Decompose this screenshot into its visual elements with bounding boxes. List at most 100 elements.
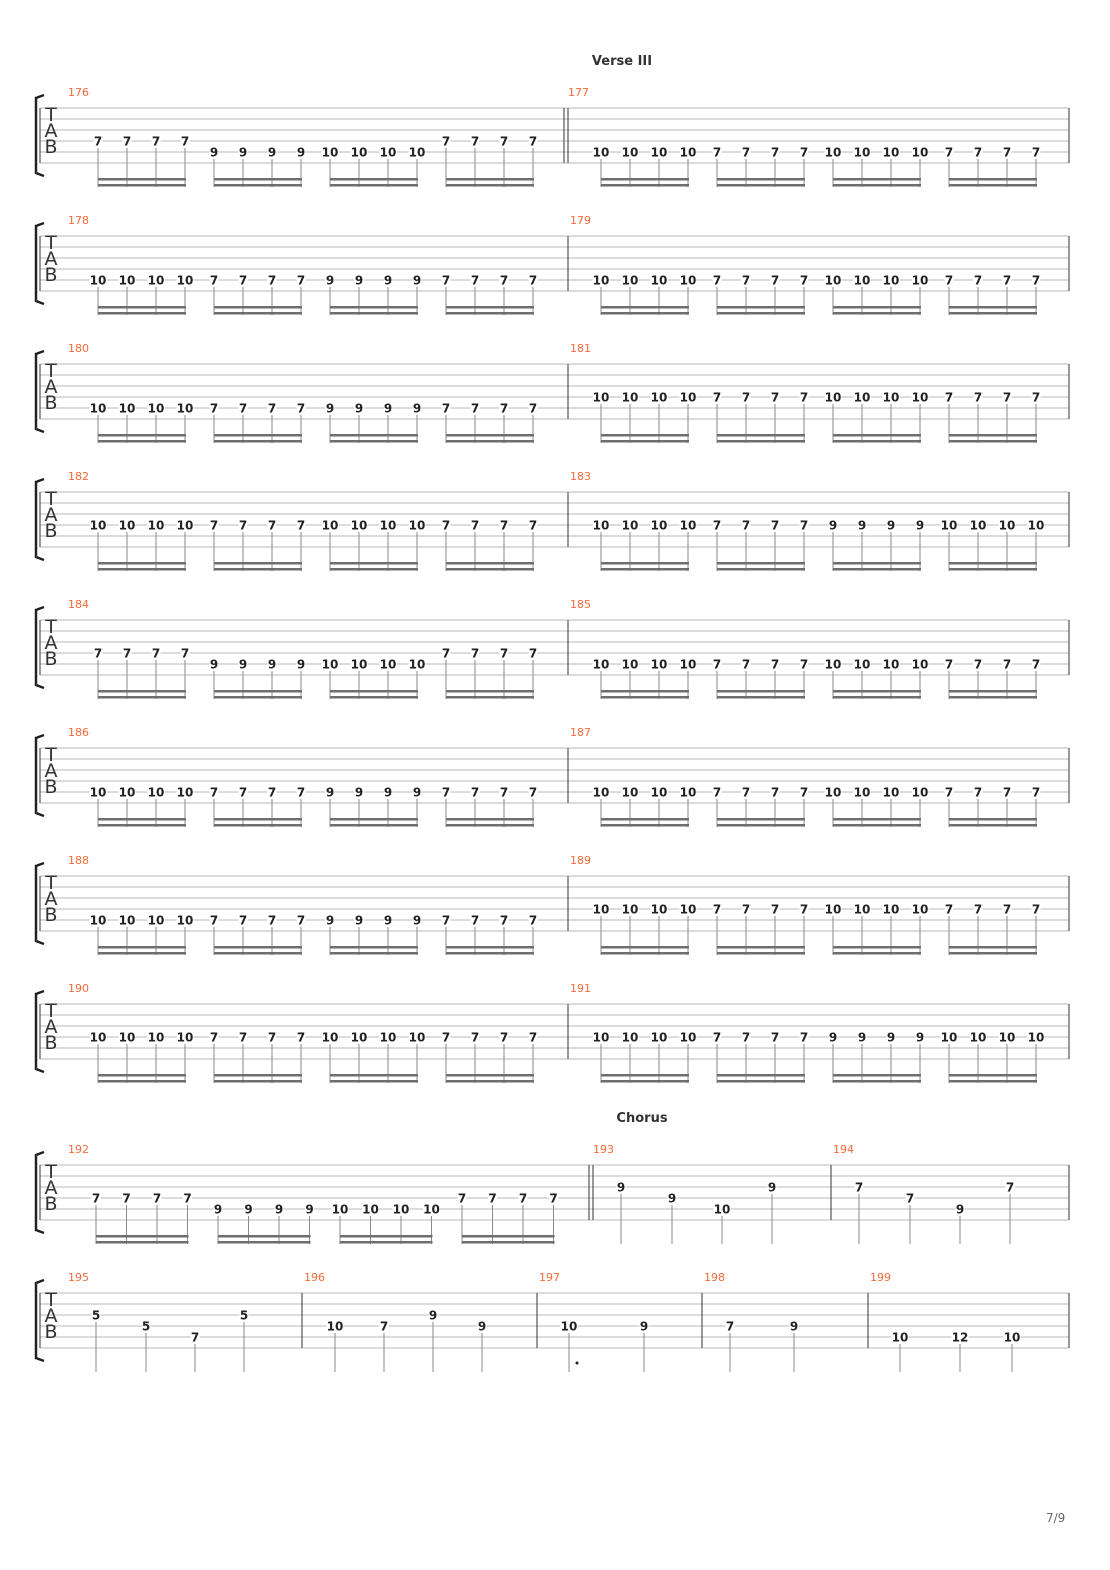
fret-mask: [147, 402, 165, 413]
fret-mask: [592, 658, 610, 669]
beam: [214, 1080, 302, 1083]
fret-number: 10: [593, 274, 610, 288]
fret-mask: [973, 903, 983, 914]
fret-mask: [147, 519, 165, 530]
beam: [98, 312, 186, 315]
fret-mask: [882, 658, 900, 669]
fret-mask: [379, 1320, 389, 1331]
beam: [98, 952, 186, 955]
note: 7: [379, 1320, 389, 1372]
beam: [833, 824, 921, 827]
beam: [717, 1074, 805, 1077]
fret-mask: [267, 914, 277, 925]
fret-number: 7: [945, 274, 953, 288]
fret-number: 10: [148, 914, 165, 928]
beam: [601, 312, 689, 315]
fret-number: 7: [297, 274, 305, 288]
fret-mask: [1002, 903, 1012, 914]
fret-number: 10: [593, 903, 610, 917]
fret-mask: [944, 786, 954, 797]
beam: [330, 440, 418, 443]
measure-number: 185: [570, 598, 591, 611]
fret-number: 7: [471, 786, 479, 800]
fret-mask: [238, 1031, 248, 1042]
fret-number: 9: [297, 146, 305, 160]
fret-mask: [296, 658, 306, 669]
fret-number: 10: [593, 146, 610, 160]
tab-clef-letter: B: [44, 136, 57, 158]
note: 7: [1005, 1181, 1015, 1244]
fret-number: 7: [800, 274, 808, 288]
fret-number: 7: [1003, 146, 1011, 160]
fret-number: 7: [1032, 391, 1040, 405]
fret-mask: [973, 391, 983, 402]
tab-clef-letter: B: [44, 776, 57, 798]
fret-mask: [470, 786, 480, 797]
fret-mask: [650, 519, 668, 530]
fret-number: 10: [680, 146, 697, 160]
fret-mask: [770, 274, 780, 285]
fret-mask: [244, 1203, 253, 1214]
fret-mask: [853, 786, 871, 797]
fret-mask: [650, 658, 668, 669]
fret-number: 9: [210, 658, 218, 672]
fret-number: 10: [423, 1203, 440, 1217]
beam: [833, 178, 921, 181]
fret-mask: [592, 391, 610, 402]
fret-mask: [973, 146, 983, 157]
fret-mask: [799, 1031, 809, 1042]
fret-mask: [592, 274, 610, 285]
fret-mask: [147, 1031, 165, 1042]
beam: [330, 312, 418, 315]
beam: [949, 1074, 1037, 1077]
beam: [214, 562, 302, 565]
beam: [330, 824, 418, 827]
fret-mask: [118, 519, 136, 530]
fret-number: 10: [825, 903, 842, 917]
measure-number: 199: [870, 1271, 891, 1284]
fret-number: 7: [945, 786, 953, 800]
beam: [601, 696, 689, 699]
fret-mask: [296, 274, 306, 285]
fret-number: 5: [142, 1320, 150, 1334]
fret-number: 7: [268, 786, 276, 800]
fret-number: 9: [858, 1031, 866, 1045]
measure-number: 196: [304, 1271, 325, 1284]
fret-number: 7: [1003, 274, 1011, 288]
system-bracket: [34, 93, 45, 178]
fret-mask: [325, 786, 335, 797]
fret-mask: [853, 274, 871, 285]
fret-mask: [122, 1192, 131, 1203]
fret-number: 7: [239, 402, 247, 416]
beam: [98, 1080, 186, 1083]
fret-mask: [267, 1031, 277, 1042]
fret-number: 7: [210, 914, 218, 928]
fret-number: 7: [239, 914, 247, 928]
fret-mask: [326, 1320, 344, 1331]
fret-number: 10: [561, 1320, 578, 1334]
fret-mask: [799, 391, 809, 402]
fret-number: 10: [651, 786, 668, 800]
beam: [833, 696, 921, 699]
fret-number: 7: [297, 519, 305, 533]
fret-number: 10: [409, 146, 426, 160]
fret-mask: [89, 519, 107, 530]
note: 10: [1003, 1331, 1021, 1372]
fret-number: 10: [593, 1031, 610, 1045]
fret-mask: [176, 274, 194, 285]
fret-mask: [238, 519, 248, 530]
fret-mask: [296, 1031, 306, 1042]
